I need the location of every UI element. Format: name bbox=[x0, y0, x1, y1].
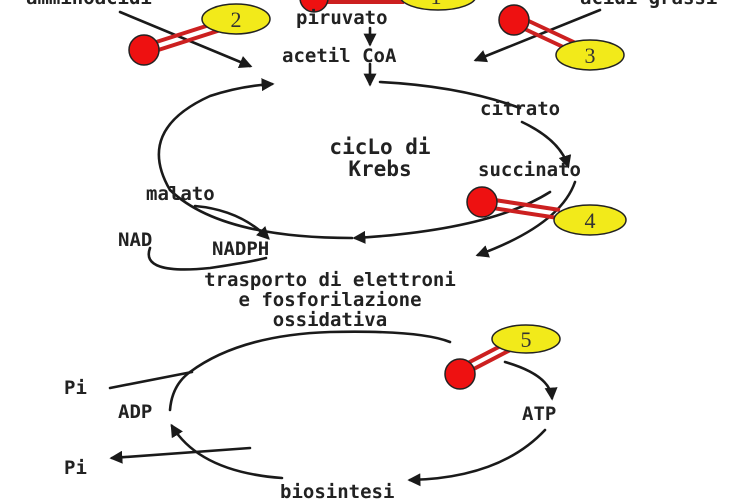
inhibitor-2: 2 bbox=[128, 3, 271, 66]
label-adp: ADP bbox=[118, 401, 152, 423]
atp-arc-right bbox=[503, 360, 558, 401]
label-citrato: citrato bbox=[480, 98, 560, 120]
inhibitor-number: 3 bbox=[585, 43, 596, 68]
label-nad: NAD bbox=[118, 229, 152, 251]
label-trasporto-line1: trasporto di elettroni bbox=[204, 269, 456, 291]
arrow-pi-bottom bbox=[109, 446, 252, 464]
label-trasporto-line2: e fosforilazione bbox=[238, 289, 421, 311]
arrow-malato-branch bbox=[193, 204, 270, 240]
inhibitor-1: 1 bbox=[299, 0, 476, 13]
arrows bbox=[108, 8, 602, 487]
label-amminoacidi: amminoacidi bbox=[26, 0, 152, 9]
inhibitor-number: 4 bbox=[585, 208, 596, 233]
inhibitor-number: 5 bbox=[521, 327, 532, 352]
label-biosintesi: biosintesi bbox=[280, 481, 394, 500]
label-malato: malato bbox=[146, 183, 215, 205]
arrow-nad-nadph bbox=[147, 246, 268, 271]
atp-arc-top bbox=[188, 330, 452, 374]
label-pi-bottom: Pi bbox=[64, 457, 87, 479]
inhibitor-4: 4 bbox=[466, 186, 627, 236]
krebs-arc-bottom bbox=[168, 188, 354, 240]
inhibitor-3: 3 bbox=[498, 4, 625, 71]
label-succinato: succinato bbox=[478, 159, 581, 181]
atp-arc-bottom-left bbox=[170, 423, 284, 480]
label-ciclo-line2: Krebs bbox=[348, 157, 411, 181]
labels: amminoacidi piruvato acidi grassi acetil… bbox=[26, 0, 717, 500]
inhibitor-5: 5 bbox=[444, 324, 561, 390]
label-trasporto-line3: ossidativa bbox=[273, 309, 387, 331]
label-pi-top: Pi bbox=[64, 377, 87, 399]
inhibitor-number: 2 bbox=[231, 7, 242, 32]
krebs-arc-bottom-right bbox=[352, 190, 552, 244]
inhibitor-number: 1 bbox=[431, 0, 442, 9]
arrow-pi-top bbox=[108, 370, 194, 390]
atp-arc-bottom-right bbox=[407, 428, 547, 487]
label-acetil-coa: acetil CoA bbox=[282, 45, 397, 67]
label-piruvato: piruvato bbox=[296, 7, 388, 29]
krebs-arc-top bbox=[378, 80, 522, 110]
label-acidi-grassi: acidi grassi bbox=[580, 0, 717, 9]
label-ciclo-line1: cicLo di bbox=[329, 135, 430, 159]
atp-arc-left bbox=[168, 370, 192, 412]
label-atp: ATP bbox=[522, 403, 556, 425]
krebs-arc-right bbox=[520, 120, 572, 169]
arrow-amminoacidi-to-acetil bbox=[118, 10, 253, 69]
arrow-succinato-to-transport bbox=[475, 180, 577, 258]
krebs-arc-left bbox=[157, 78, 275, 192]
label-nadph: NADPH bbox=[212, 238, 269, 260]
